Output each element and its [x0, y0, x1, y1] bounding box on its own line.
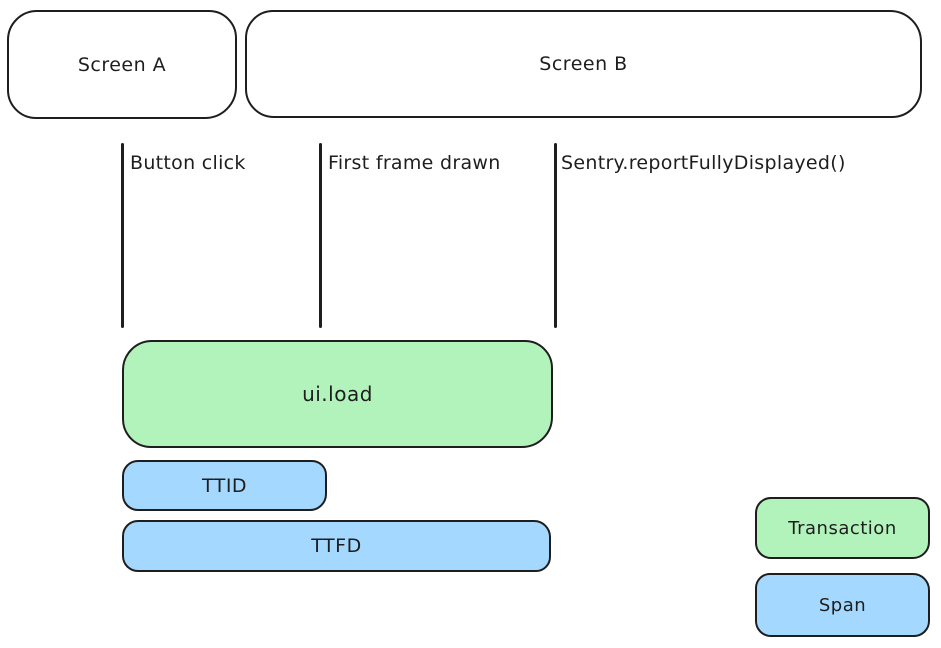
- ttid-label: TTID: [201, 474, 248, 497]
- legend-span-label: Span: [818, 594, 867, 616]
- report-fully-displayed-label: Sentry.reportFullyDisplayed(): [561, 152, 846, 174]
- ttid-span-bar: TTID: [122, 460, 327, 511]
- first-frame-drawn-label: First frame drawn: [328, 152, 501, 174]
- ui-load-transaction-bar: ui.load: [122, 340, 553, 448]
- screen-b-label: Screen B: [539, 53, 628, 75]
- ttfd-span-bar: TTFD: [122, 520, 551, 572]
- button-click-label: Button click: [130, 152, 246, 174]
- ttfd-label: TTFD: [311, 535, 362, 557]
- screen-a-label: Screen A: [77, 53, 167, 76]
- ui-load-label: ui.load: [302, 382, 373, 406]
- first-frame-drawn-marker-line: [319, 143, 322, 328]
- legend-span-swatch: Span: [755, 573, 930, 637]
- screen-b-box: Screen B: [245, 10, 922, 118]
- screen-a-box: Screen A: [7, 10, 237, 119]
- legend-transaction-swatch: Transaction: [755, 497, 930, 559]
- button-click-marker-line: [121, 143, 124, 328]
- report-fully-displayed-marker-line: [554, 143, 557, 328]
- legend-transaction-label: Transaction: [788, 517, 897, 539]
